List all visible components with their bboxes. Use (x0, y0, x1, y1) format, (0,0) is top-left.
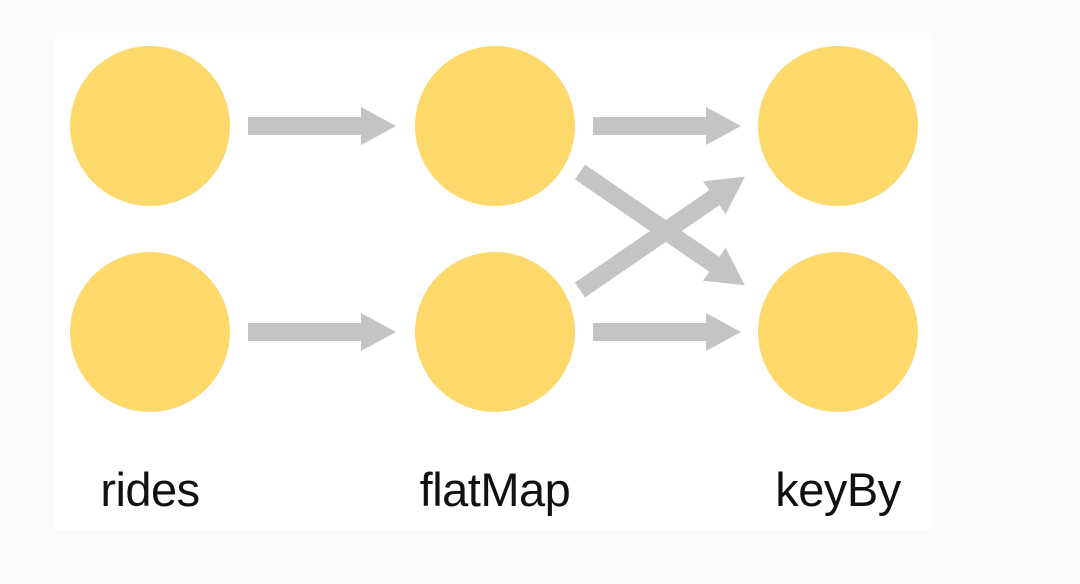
edge-flatmap0-keyby0 (593, 107, 741, 145)
stage-label-flatmap: flatMap (419, 463, 571, 516)
node-flatmap-1[interactable] (415, 252, 575, 412)
node-rides-1[interactable] (70, 252, 230, 412)
node-rides-0[interactable] (70, 46, 230, 206)
node-keyby-1[interactable] (758, 252, 918, 412)
node-keyby-0[interactable] (758, 46, 918, 206)
stage-label-rides: rides (100, 463, 200, 516)
edge-flatmap1-keyby1 (593, 313, 741, 351)
edge-rides1-flatmap1 (248, 313, 396, 351)
node-layer (70, 46, 918, 412)
edge-layer (248, 107, 745, 351)
node-flatmap-0[interactable] (415, 46, 575, 206)
edge-flatmap1-keyby0 (574, 176, 745, 298)
edge-rides0-flatmap0 (248, 107, 396, 145)
stage-label-keyby: keyBy (775, 463, 901, 516)
